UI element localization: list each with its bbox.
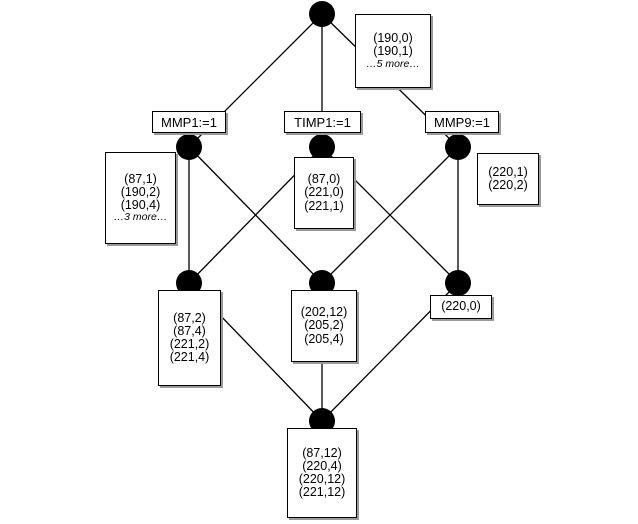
transition-label: MMP1:=1 <box>161 114 217 130</box>
state-entry: (220,4) <box>302 458 342 473</box>
state-entry: (220,1) <box>488 164 528 179</box>
state-entry: (221,12) <box>298 485 346 500</box>
state-overflow-note: …5 more… <box>366 57 420 70</box>
transition-box-mmp9[interactable]: MMP9:=1 <box>425 111 499 133</box>
transition-box-timp1[interactable]: TIMP1:=1 <box>284 111 361 133</box>
state-box-top[interactable]: (190,0)(190,1)…5 more… <box>355 14 431 88</box>
graph-node-low-right[interactable] <box>445 270 471 296</box>
state-box-bottom[interactable]: (87,12)(220,4)(220,12)(221,12) <box>287 428 357 518</box>
state-entry: (87,4) <box>173 323 206 338</box>
state-box-low-left[interactable]: (87,2)(87,4)(221,2)(221,4) <box>158 290 221 386</box>
state-entry: (87,2) <box>173 310 206 325</box>
state-entry: (205,4) <box>304 331 344 346</box>
state-entry: (190,4) <box>120 198 161 213</box>
state-box-mid-center[interactable]: (87,0)(221,0)(221,1) <box>294 157 354 229</box>
transition-label: MMP9:=1 <box>434 114 490 130</box>
state-box-mid-left[interactable]: (87,1)(190,2)(190,4)…3 more… <box>105 152 176 244</box>
graph-node-mid-left[interactable] <box>176 134 202 160</box>
state-entry: (221,2) <box>169 337 210 351</box>
transition-label: TIMP1:=1 <box>294 114 351 130</box>
state-entry: (190,2) <box>120 184 161 199</box>
state-box-low-center[interactable]: (202,12)(205,2)(205,4) <box>291 290 357 362</box>
graph-node-mid-right[interactable] <box>445 134 471 160</box>
state-entry: (202,12) <box>300 305 348 320</box>
state-entry: (190,0) <box>373 31 413 46</box>
state-entry: (221,0) <box>304 185 344 200</box>
state-entry: (205,2) <box>304 318 344 333</box>
state-entry: (220,0) <box>441 299 481 314</box>
state-entry: (220,2) <box>488 178 528 192</box>
state-overflow-note: …3 more… <box>113 211 168 224</box>
state-entry: (87,12) <box>302 445 342 460</box>
state-entry: (87,0) <box>307 172 341 187</box>
edge-n-mid-right-to-n-low-center <box>321 146 459 284</box>
state-entry: (221,4) <box>169 350 210 365</box>
state-entry: (220,12) <box>298 472 346 486</box>
state-box-mid-right[interactable]: (220,1)(220,2) <box>477 153 539 205</box>
transition-box-mmp1[interactable]: MMP1:=1 <box>152 111 226 133</box>
graph-node-top[interactable] <box>309 1 335 27</box>
graph-node-mid-center[interactable] <box>309 134 335 160</box>
state-entry: (87,1) <box>124 171 157 186</box>
state-entry: (221,1) <box>304 198 344 213</box>
state-entry: (190,1) <box>373 44 413 59</box>
state-box-low-right[interactable]: (220,0) <box>430 295 492 319</box>
